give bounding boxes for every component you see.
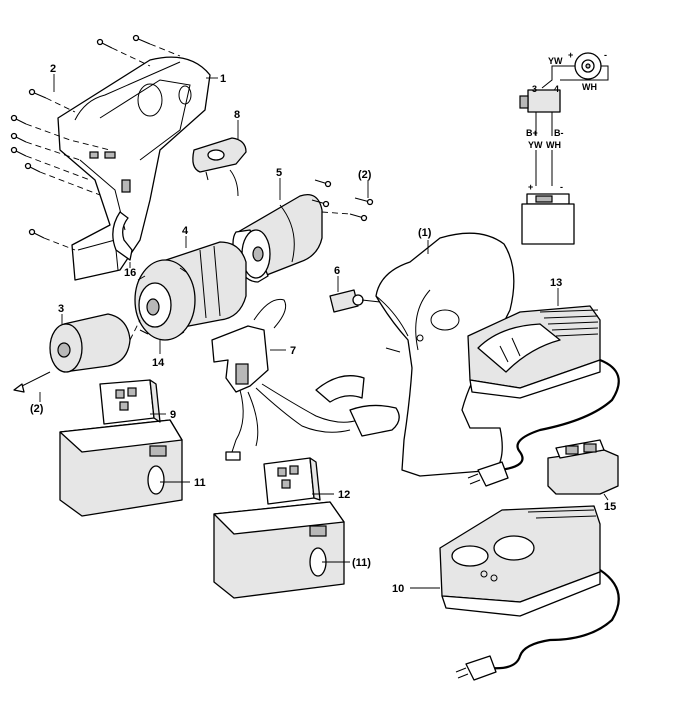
motor-screws (311, 179, 374, 222)
charger-13-cord (467, 358, 620, 487)
wiring-yw-top: YW (548, 56, 563, 66)
label-14: 14 (152, 357, 165, 369)
wiring-wh-low: WH (546, 140, 561, 150)
housing-half-outline (375, 232, 515, 477)
housing-half (57, 56, 211, 281)
transformer-15 (547, 439, 619, 495)
label-15: 15 (604, 501, 616, 513)
chuck-screw (13, 371, 51, 393)
wiring-plus-low: + (528, 182, 533, 192)
wiring-bminus: B- (554, 128, 564, 138)
leader-lines (39, 74, 609, 589)
keyless-chuck (49, 313, 141, 373)
label-4: 4 (182, 225, 189, 237)
wiring-minus-top: - (604, 50, 607, 60)
housing-screws (10, 34, 181, 251)
label-9: 9 (170, 409, 176, 421)
label-8: 8 (234, 109, 240, 121)
label-2b: (2) (358, 169, 372, 181)
label-10: 10 (392, 583, 404, 595)
label-16: 16 (124, 267, 136, 279)
clutch-ring (134, 259, 196, 341)
trigger-switch (211, 298, 359, 461)
wiring-wh-top: WH (582, 82, 597, 92)
wiring-terminal-4: 4 (554, 84, 559, 94)
coupling-shaft (329, 289, 381, 313)
label-2c: (2) (30, 403, 44, 415)
wiring-plus-top: + (568, 50, 573, 60)
battery-pack-9-11 (59, 379, 183, 517)
label-13: 13 (550, 277, 562, 289)
direction-switch-cap (192, 137, 247, 197)
wiring-minus-low: - (560, 182, 563, 192)
label-7: 7 (290, 345, 296, 357)
label-11: 11 (194, 477, 206, 489)
label-1: 1 (220, 73, 226, 85)
charger-10 (439, 505, 601, 617)
label-1b: (1) (418, 227, 432, 239)
charger-13 (467, 305, 601, 399)
charger-10-cord (455, 569, 620, 681)
battery-pack-12 (213, 457, 345, 599)
motor (232, 193, 323, 283)
label-12: 12 (338, 489, 350, 501)
wiring-diagram (519, 52, 609, 245)
motor-clamp (112, 211, 133, 261)
label-11b: (11) (352, 557, 371, 569)
battery-holder-halves (315, 375, 400, 437)
wiring-terminal-3: 3 (532, 84, 537, 94)
wiring-yw-low: YW (528, 140, 543, 150)
wiring-bplus: B+ (526, 128, 538, 138)
label-3: 3 (58, 303, 64, 315)
label-2: 2 (50, 63, 56, 75)
label-6: 6 (334, 265, 340, 277)
label-5: 5 (276, 167, 282, 179)
